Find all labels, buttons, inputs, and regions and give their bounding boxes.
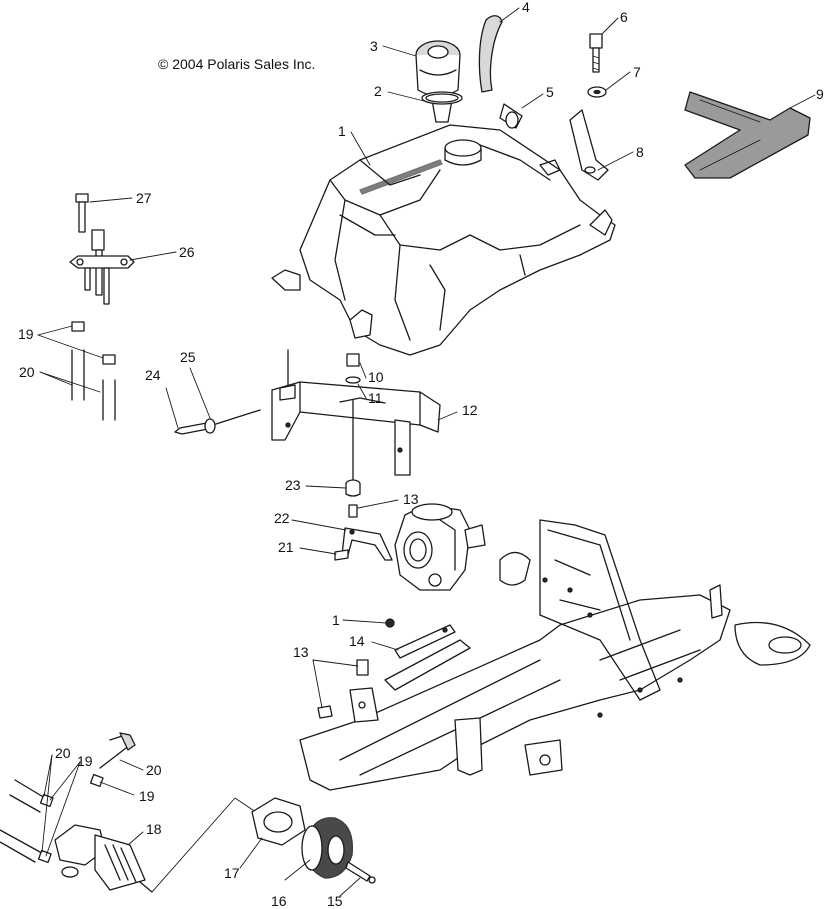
callout-14: 14 [349,633,365,649]
callout-1-lower: 1 [332,612,340,628]
valve-screw [75,193,89,233]
callout-25: 25 [180,349,196,365]
callout-1: 1 [338,123,346,139]
carb-bracket [334,527,393,561]
mount-insert [317,659,379,723]
hose-clamp-left [71,321,116,365]
callout-27: 27 [136,190,152,206]
tank-crossmember [271,381,441,476]
callout-2: 2 [374,83,382,99]
bolt [589,33,603,73]
callout-5: 5 [546,84,554,100]
callout-12: 12 [462,402,478,418]
callout-23: 23 [285,477,301,493]
screw-15 [345,861,376,884]
carburetor [394,503,486,591]
callout-17: 17 [224,865,240,881]
callout-21: 21 [278,539,294,555]
fuel-valve [69,229,135,305]
vent-hose [478,15,503,93]
frame [299,519,811,791]
grommet [345,479,361,518]
plug [385,618,395,628]
callout-13-lower: 13 [293,644,309,660]
callout-19-top: 19 [18,326,34,342]
vent-fitting [499,103,523,129]
callout-16: 16 [271,893,287,909]
callout-18: 18 [146,821,162,837]
leader-lines [37,7,816,897]
callout-4: 4 [522,0,530,15]
callout-10: 10 [368,369,384,385]
foam-pad [684,91,811,179]
callout-9: 9 [816,86,824,102]
callout-13-upper: 13 [403,491,419,507]
callout-11: 11 [368,390,383,406]
hex-nut [251,797,306,846]
callout-numbers: 1 2 3 4 5 6 7 8 9 10 11 12 13 13 14 15 1… [18,0,824,909]
callout-20-left: 20 [55,745,71,761]
callout-6: 6 [620,9,628,25]
fuel-filter [54,824,153,893]
callout-19-right: 19 [139,788,155,804]
cap-cover [301,817,354,879]
callout-20-top: 20 [19,364,35,380]
callout-26: 26 [179,244,195,260]
callout-15: 15 [327,893,343,909]
hose-assembly-lower [0,732,136,864]
fuel-cap [415,40,461,123]
washer [587,86,607,98]
tank-nut [287,349,361,481]
tank-bracket [569,109,609,181]
fuel-tank [271,124,616,356]
callout-8: 8 [636,144,644,160]
o-ring [421,91,463,105]
frame-bracket [394,624,456,659]
callout-19-left: 19 [77,753,93,769]
callout-22: 22 [274,510,290,526]
copyright-text: © 2004 Polaris Sales Inc. [158,56,315,72]
washer-25 [204,409,261,434]
callout-7: 7 [633,64,641,80]
callout-20-right: 20 [146,762,162,778]
callout-3: 3 [370,38,378,54]
callout-24: 24 [145,367,161,383]
fuel-hose-left [71,349,116,421]
